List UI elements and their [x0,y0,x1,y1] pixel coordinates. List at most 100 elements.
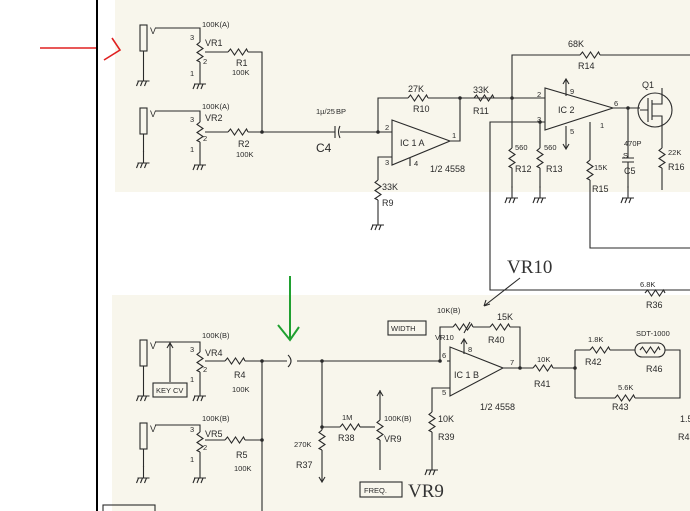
bottom-ic1b-part-label: 1/2 4558 [480,402,515,412]
top-ic1a-pin3-label: 3 [385,158,389,167]
bottom-vr4-pin3-label: 3 [190,345,194,354]
ic1a-opamp: IC 1 A 2 3 1 4 1/2 4558 27K R10 33K R9 [370,84,512,231]
bottom-r36-name-label: R36 [646,300,663,310]
bottom-r43-value-label: 5.6K [618,383,633,392]
red-arrow-icon [40,37,122,61]
top-ic1a-name-label: IC 1 A [400,138,425,148]
top-r16-name-label: R16 [668,162,685,172]
bottom-vr9-value-label: 100K(B) [384,414,412,423]
bottom-r36-value-label: 6.8K [640,280,655,289]
bottom-r41-name-label: R41 [534,379,551,389]
key-cv-label: KEY CV [156,386,183,395]
bottom-vr4-jack-label: V [150,341,156,351]
vr5-section: V 100K(B) 3 VR5 2 1 R5 100K [102,414,264,511]
bottom-r43-name-label: R43 [612,402,629,412]
green-arrow-icon [277,276,300,342]
top-ic2-pin5-label: 5 [570,127,574,136]
freq-label: FREQ. [364,486,387,495]
top-vr2-pin1-label: 1 [190,145,194,154]
bottom-vr5-name-label: VR5 [205,429,223,439]
top-q1-name-label: Q1 [642,80,654,90]
bottom-vr5-value-label: 100K(B) [202,414,230,423]
bottom-vr5-jack-label: V [150,424,156,434]
vr10-callout: VR10 6.8K R36 [483,257,666,310]
top-ic1a-pin1-label: 1 [452,131,456,140]
bottom-r42-value-label: 1.8K [588,335,603,344]
bottom-ic1b-pin8-label: 8 [468,345,472,354]
top-r11-value-label: 33K [473,85,489,95]
c4-capacitor: 1µ/25 BP C4 [316,107,392,155]
top-vr2-name-label: VR2 [205,113,223,123]
bottom-vr10-name-label: VR10 [435,333,454,342]
bottom-r39-name-label: R39 [438,432,455,442]
top-vr2-pin3-label: 3 [190,115,194,124]
bottom-vr4-pin2-label: 2 [203,365,207,374]
bottom-r4-name-label: R4 [234,370,246,380]
top-vr2-value-label: 100K(A) [202,102,230,111]
top-r10-name-label: R10 [413,104,430,114]
top-r16-value-label: 22K [668,148,681,157]
bottom-r37-value-label: 270K [294,440,312,449]
bottom-r42-name-label: R42 [585,357,602,367]
bottom-vr5-pin1-label: 1 [190,455,194,464]
bottom-edge-right2-label: R4 [678,432,690,442]
ic1b-section: WIDTH 10K(B) VR10 15K R40 IC 1 B 6 5 7 8… [387,306,690,476]
top-r2-name-label: R2 [238,139,250,149]
ic2-section: 33K R11 68K R14 IC 2 2 3 9 5 6 1 560 R12… [473,39,690,291]
top-r12-name-label: R12 [515,164,532,174]
top-vr1-pin2-label: 2 [203,57,207,66]
bottom-vr4-name-label: VR4 [205,348,223,358]
bottom-vr5-pin3-label: 3 [190,425,194,434]
vr2-section: V 100K(A) 3 VR2 2 1 R2 100K [135,102,335,171]
top-ic2-pin6-label: 6 [614,99,618,108]
top-ic1a-pin2-label: 2 [385,123,389,132]
top-c4-value-label: 1µ/25 [316,107,335,116]
top-ic2-pin2-label: 2 [537,90,541,99]
top-ic1a-part-label: 1/2 4558 [430,164,465,174]
bottom-r5-name-label: R5 [236,450,248,460]
bottom-r40-value-label: 15K [497,312,513,322]
top-r2-value-label: 100K [236,150,254,159]
top-ic1a-pin4-label: 4 [414,159,418,168]
bottom-r5-value-label: 100K [234,464,252,473]
top-vr2-pin2-label: 2 [203,134,207,143]
bottom-r41-value-label: 10K [537,355,550,364]
bottom-ic1b-name-label: IC 1 B [454,370,479,380]
top-ic2-pin1-label: 1 [600,121,604,130]
top-r1-name-label: R1 [236,58,248,68]
top-r14-name-label: R14 [578,61,595,71]
top-vr1-pin1-label: 1 [190,69,194,78]
bottom-r38-value-label: 1M [342,413,352,422]
bottom-vr9-name-label: VR9 [384,434,402,444]
bottom-r39-value-label: 10K [438,414,454,424]
top-r10-value-label: 27K [408,84,424,94]
top-r14-value-label: 68K [568,39,584,49]
paper-top [115,0,690,192]
bottom-vr4-value-label: 100K(B) [202,331,230,340]
bottom-ic1b-pin7-label: 7 [510,358,514,367]
top-vr1-name-label: VR1 [205,38,223,48]
top-vr1-value-label: 100K(A) [202,20,230,29]
vr1-section: V 100K(A) 3 VR1 2 1 R1 100K [135,20,263,132]
bottom-vr9-label-label: VR9 [408,481,444,502]
top-vr1-jack-label: V [150,26,156,36]
bottom-r4-value-label: 100K [232,385,250,394]
bottom-ic1b-pin6-label: 6 [442,351,446,360]
bottom-vr10-value-label: 10K(B) [437,306,461,315]
top-r9-name-label: R9 [382,198,394,208]
bottom-r37-name-label: R37 [296,460,313,470]
top-c4-type-label: BP [336,107,346,116]
bottom-r46-name-label: R46 [646,364,663,374]
bottom-r40-name-label: R40 [488,335,505,345]
bottom-vr5-pin2-label: 2 [203,443,207,452]
bottom-r38-name-label: R38 [338,433,355,443]
top-r9-value-label: 33K [382,182,398,192]
top-ic2-name-label: IC 2 [558,105,575,115]
top-ic2-pin3-label: 3 [537,115,541,124]
freq-section: 270K R37 1M R38 100K(B) VR9 FREQ. VR9 [294,359,444,502]
top-vr2-jack-label: V [150,109,156,119]
top-c5-name-label: C5 [624,166,636,176]
width-label: WIDTH [391,324,416,333]
top-c5-value-label: 470P [624,139,642,148]
